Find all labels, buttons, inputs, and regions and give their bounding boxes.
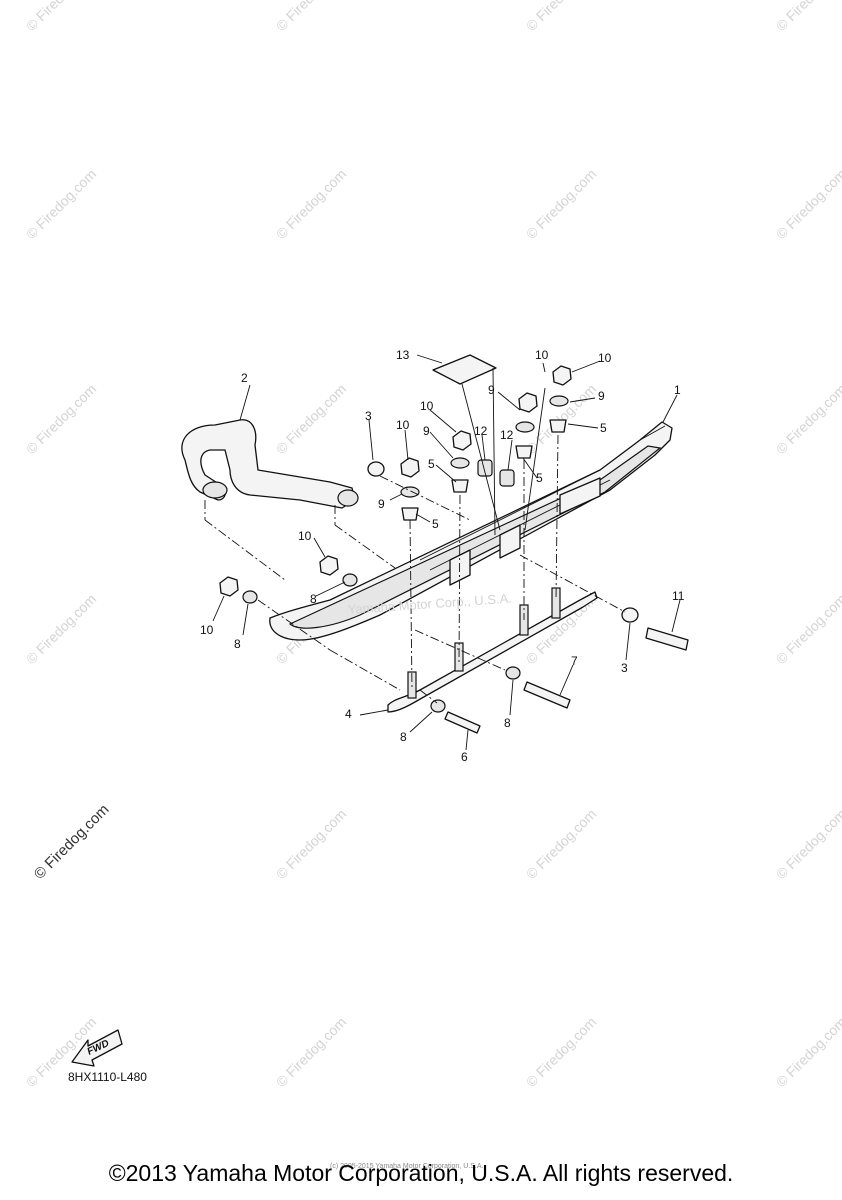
watermark: © Firedog.com <box>273 806 349 882</box>
watermark: © Firedog.com <box>23 591 99 667</box>
callout-number: 8 <box>310 592 317 606</box>
hardware <box>219 365 689 734</box>
callout-number: 10 <box>420 399 434 413</box>
callout-number: 10 <box>535 348 549 362</box>
callouts: 2 13 10 10 1 9 9 5 3 10 10 9 12 12 5 5 9… <box>200 348 685 764</box>
callout-number: 8 <box>400 730 407 744</box>
callout-number: 8 <box>504 716 511 730</box>
watermark: © Firedog.com <box>523 166 599 242</box>
callout-number: 5 <box>432 517 439 531</box>
callout-number: 9 <box>423 424 430 438</box>
watermark: © Firedog.com <box>773 591 842 667</box>
callout-number: 9 <box>488 383 495 397</box>
watermark: © Firedog.com <box>23 166 99 242</box>
watermark: © Firedog.com <box>23 381 99 457</box>
callout-number: 10 <box>396 418 410 432</box>
watermark: © Firedog.com <box>273 166 349 242</box>
callout-number: 3 <box>621 661 628 675</box>
watermark: © Firedog.com <box>773 1014 842 1090</box>
callout-number: 3 <box>365 409 372 423</box>
callout-number: 1 <box>674 383 681 397</box>
ski-body <box>269 421 673 641</box>
callout-number: 9 <box>598 389 605 403</box>
callout-number: 5 <box>600 421 607 435</box>
watermark: © Firedog.com <box>773 166 842 242</box>
watermark: © Firedog.com <box>23 0 99 34</box>
watermark: © Firedog.com <box>523 0 599 34</box>
watermark: © Firedog.com <box>773 806 842 882</box>
callout-number: 9 <box>378 497 385 511</box>
callout-number: 11 <box>672 589 685 603</box>
callout-number: 6 <box>461 750 468 764</box>
watermark: © Firedog.com <box>773 381 842 457</box>
callout-number: 7 <box>571 654 578 668</box>
callout-number: 4 <box>345 707 352 721</box>
callout-number: 5 <box>536 471 543 485</box>
document-code: 8HX1110-L480 <box>68 1070 147 1084</box>
watermark: © Firedog.com <box>273 0 349 34</box>
watermark-prominent: © Firedog.com <box>31 801 113 883</box>
fine-print: (c) 2005-2015 Yamaha Motor Corporation, … <box>330 1163 484 1170</box>
watermark-grid: © Firedog.com © Firedog.com © Firedog.co… <box>23 0 842 1090</box>
handle-bar <box>181 419 359 509</box>
callout-number: 8 <box>234 637 241 651</box>
leader-lines <box>204 354 681 751</box>
callout-number: 10 <box>298 529 312 543</box>
watermark: © Firedog.com <box>523 806 599 882</box>
callout-number: 2 <box>241 371 248 385</box>
watermark: © Firedog.com <box>523 381 599 457</box>
pad <box>432 354 497 385</box>
callout-number: 12 <box>474 424 488 438</box>
copyright-notice: ©2013 Yamaha Motor Corporation, U.S.A. A… <box>108 1160 734 1186</box>
callout-number: 10 <box>598 351 612 365</box>
watermark: © Firedog.com <box>273 381 349 457</box>
watermark: © Firedog.com <box>273 1014 349 1090</box>
watermark: © Firedog.com <box>523 1014 599 1090</box>
watermark: © Firedog.com <box>773 0 842 34</box>
callout-number: 10 <box>200 623 214 637</box>
callout-number: 13 <box>396 348 410 362</box>
callout-number: 12 <box>500 428 514 442</box>
callout-number: 5 <box>428 457 435 471</box>
